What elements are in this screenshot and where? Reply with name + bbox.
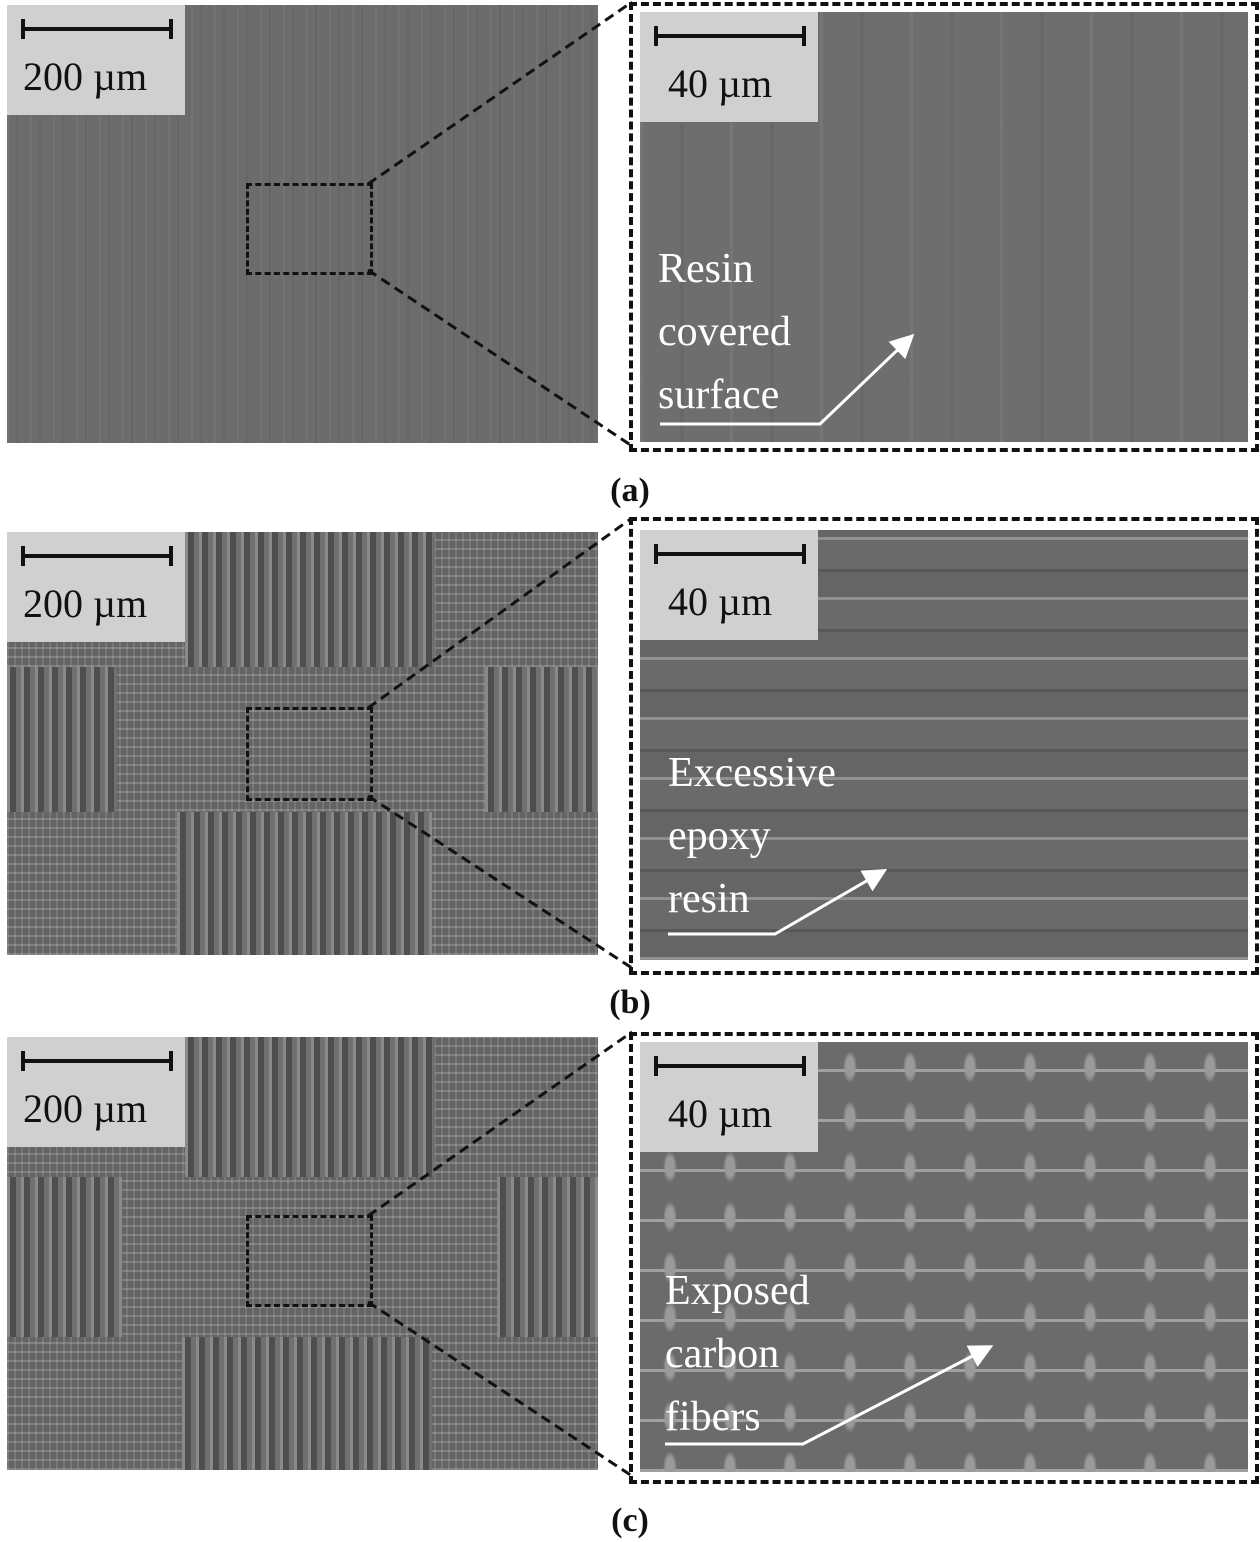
scale-bar [21,19,173,39]
scale-bar-box: 40 µm [640,12,818,122]
scale-bar [21,1051,173,1071]
scale-label: 200 µm [23,54,148,99]
arrow-icon [668,868,888,936]
caption-c: (c) [611,1502,649,1539]
scale-bar-box: 200 µm [7,5,185,115]
connector-line [367,268,633,448]
connector-line [367,1300,633,1478]
zoom-region-marker [246,183,373,275]
zoom-region-marker [246,1215,373,1307]
scale-label: 40 µm [668,61,773,106]
arrow-icon [660,333,915,426]
panel-b-overview-image: 200 µm [7,532,598,955]
scale-bar-box: 40 µm [640,530,818,640]
scale-bar-box: 200 µm [7,532,185,642]
scale-bar [21,546,173,566]
arrow-icon [665,1345,994,1446]
caption-b: (b) [609,984,651,1021]
scale-bar-box: 200 µm [7,1037,185,1147]
scale-label: 40 µm [668,1091,773,1136]
connector-line [367,1030,633,1218]
scale-bar [654,26,806,46]
scale-label: 200 µm [23,581,148,626]
connector-line [367,516,633,710]
panel-a-overview-image: 200 µm [7,5,598,443]
zoom-region-marker [246,707,373,801]
scale-label: 40 µm [668,579,773,624]
caption-a: (a) [610,472,650,509]
scale-bar [654,1056,806,1076]
scale-label: 200 µm [23,1086,148,1131]
scale-bar-box: 40 µm [640,1042,818,1152]
panel-c-overview-image: 200 µm [7,1037,598,1470]
connector-line [367,794,633,970]
scale-bar [654,544,806,564]
connector-line [367,0,633,186]
